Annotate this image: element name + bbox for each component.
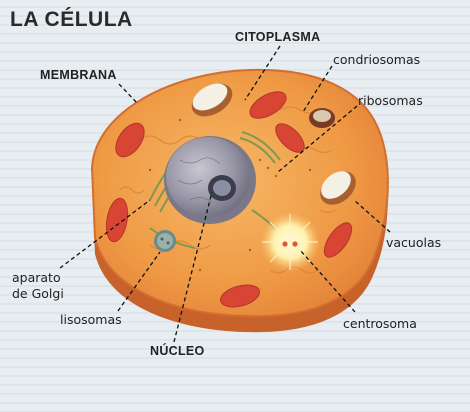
label-nucleo: NÚCLEO	[150, 344, 205, 359]
label-condriosomas: condriosomas	[333, 52, 420, 67]
label-lisosomas: lisosomas	[60, 312, 122, 327]
label-membrana: MEMBRANA	[40, 68, 117, 83]
label-aparato-line1: aparato	[12, 270, 61, 285]
label-vacuolas: vacuolas	[386, 235, 441, 250]
label-citoplasma: CITOPLASMA	[235, 30, 320, 45]
label-centrosoma: centrosoma	[343, 316, 417, 331]
nucleolus	[208, 175, 236, 201]
lysosome	[154, 230, 176, 252]
nucleus	[164, 136, 256, 224]
label-aparato-line2: de Golgi	[12, 286, 64, 301]
label-ribosomas: ribosomas	[358, 93, 423, 108]
